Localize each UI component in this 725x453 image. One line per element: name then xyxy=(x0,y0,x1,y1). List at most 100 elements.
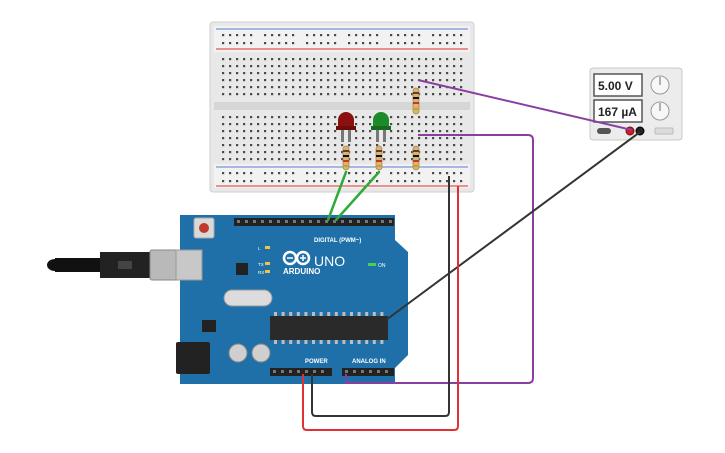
breadboard-hole[interactable] xyxy=(271,42,274,45)
breadboard-hole[interactable] xyxy=(411,116,414,119)
header-pin[interactable] xyxy=(273,370,276,373)
breadboard-hole[interactable] xyxy=(453,86,456,89)
header-pin[interactable] xyxy=(357,220,360,223)
breadboard-hole[interactable] xyxy=(229,137,232,140)
breadboard-hole[interactable] xyxy=(292,137,295,140)
breadboard-hole[interactable] xyxy=(453,130,456,133)
breadboard-hole[interactable] xyxy=(439,58,442,61)
breadboard-hole[interactable] xyxy=(299,65,302,68)
breadboard-hole[interactable] xyxy=(292,86,295,89)
breadboard-hole[interactable] xyxy=(229,123,232,126)
resistor-red-led[interactable] xyxy=(342,145,350,171)
breadboard-hole[interactable] xyxy=(362,151,365,154)
breadboard-hole[interactable] xyxy=(411,58,414,61)
breadboard-hole[interactable] xyxy=(369,58,372,61)
wire-green-green-led[interactable] xyxy=(334,170,381,222)
breadboard-hole[interactable] xyxy=(334,158,337,161)
breadboard-hole[interactable] xyxy=(222,144,225,147)
header-pin[interactable] xyxy=(305,370,308,373)
resistor-green-led[interactable] xyxy=(375,145,383,171)
breadboard-hole[interactable] xyxy=(390,130,393,133)
breadboard-hole[interactable] xyxy=(299,93,302,96)
breadboard-hole[interactable] xyxy=(411,172,414,175)
breadboard-hole[interactable] xyxy=(453,151,456,154)
breadboard-hole[interactable] xyxy=(411,65,414,68)
breadboard-hole[interactable] xyxy=(411,180,414,183)
wires[interactable] xyxy=(302,79,641,431)
breadboard-hole[interactable] xyxy=(334,58,337,61)
breadboard-hole[interactable] xyxy=(327,42,330,45)
breadboard-hole[interactable] xyxy=(446,172,449,175)
breadboard-hole[interactable] xyxy=(334,116,337,119)
breadboard-hole[interactable] xyxy=(453,137,456,140)
breadboard-hole[interactable] xyxy=(257,72,260,75)
breadboard-hole[interactable] xyxy=(320,158,323,161)
breadboard-hole[interactable] xyxy=(320,172,323,175)
breadboard-hole[interactable] xyxy=(376,58,379,61)
breadboard-hole[interactable] xyxy=(390,158,393,161)
breadboard-hole[interactable] xyxy=(250,65,253,68)
breadboard-hole[interactable] xyxy=(397,34,400,37)
breadboard-hole[interactable] xyxy=(229,116,232,119)
breadboard-hole[interactable] xyxy=(453,158,456,161)
breadboard-hole[interactable] xyxy=(313,58,316,61)
breadboard-hole[interactable] xyxy=(271,72,274,75)
breadboard-hole[interactable] xyxy=(313,34,316,37)
breadboard-hole[interactable] xyxy=(453,65,456,68)
header-pin[interactable] xyxy=(385,370,388,373)
breadboard-hole[interactable] xyxy=(313,93,316,96)
breadboard-hole[interactable] xyxy=(320,93,323,96)
breadboard-hole[interactable] xyxy=(439,93,442,96)
header-pin[interactable] xyxy=(377,370,380,373)
breadboard-hole[interactable] xyxy=(271,172,274,175)
breadboard-hole[interactable] xyxy=(292,144,295,147)
breadboard[interactable] xyxy=(209,21,475,193)
breadboard-hole[interactable] xyxy=(432,86,435,89)
breadboard-hole[interactable] xyxy=(362,79,365,82)
breadboard-hole[interactable] xyxy=(243,86,246,89)
breadboard-hole[interactable] xyxy=(285,158,288,161)
breadboard-hole[interactable] xyxy=(229,130,232,133)
breadboard-hole[interactable] xyxy=(439,72,442,75)
breadboard-hole[interactable] xyxy=(320,123,323,126)
breadboard-hole[interactable] xyxy=(264,123,267,126)
breadboard-hole[interactable] xyxy=(250,123,253,126)
breadboard-hole[interactable] xyxy=(292,93,295,96)
breadboard-hole[interactable] xyxy=(243,123,246,126)
breadboard-hole[interactable] xyxy=(453,72,456,75)
breadboard-hole[interactable] xyxy=(355,151,358,154)
breadboard-hole[interactable] xyxy=(313,123,316,126)
breadboard-hole[interactable] xyxy=(327,151,330,154)
breadboard-hole[interactable] xyxy=(425,151,428,154)
breadboard-hole[interactable] xyxy=(327,158,330,161)
breadboard-hole[interactable] xyxy=(390,79,393,82)
breadboard-hole[interactable] xyxy=(383,86,386,89)
breadboard-hole[interactable] xyxy=(320,144,323,147)
dc-power-jack[interactable] xyxy=(176,342,210,374)
breadboard-hole[interactable] xyxy=(327,79,330,82)
breadboard-hole[interactable] xyxy=(278,151,281,154)
breadboard-hole[interactable] xyxy=(369,172,372,175)
breadboard-hole[interactable] xyxy=(222,172,225,175)
header-pin[interactable] xyxy=(349,220,352,223)
breadboard-hole[interactable] xyxy=(327,58,330,61)
header-pin[interactable] xyxy=(261,220,264,223)
breadboard-hole[interactable] xyxy=(453,93,456,96)
breadboard-hole[interactable] xyxy=(418,116,421,119)
breadboard-hole[interactable] xyxy=(264,79,267,82)
breadboard-hole[interactable] xyxy=(432,58,435,61)
breadboard-hole[interactable] xyxy=(341,93,344,96)
breadboard-hole[interactable] xyxy=(376,79,379,82)
breadboard-hole[interactable] xyxy=(411,93,414,96)
resistor-upper[interactable] xyxy=(412,87,420,115)
breadboard-hole[interactable] xyxy=(222,158,225,161)
breadboard-hole[interactable] xyxy=(264,116,267,119)
breadboard-hole[interactable] xyxy=(285,151,288,154)
header-pin[interactable] xyxy=(321,370,324,373)
breadboard-hole[interactable] xyxy=(257,158,260,161)
breadboard-hole[interactable] xyxy=(236,42,239,45)
breadboard-hole[interactable] xyxy=(348,72,351,75)
breadboard-hole[interactable] xyxy=(397,86,400,89)
breadboard-hole[interactable] xyxy=(446,151,449,154)
breadboard-hole[interactable] xyxy=(376,65,379,68)
